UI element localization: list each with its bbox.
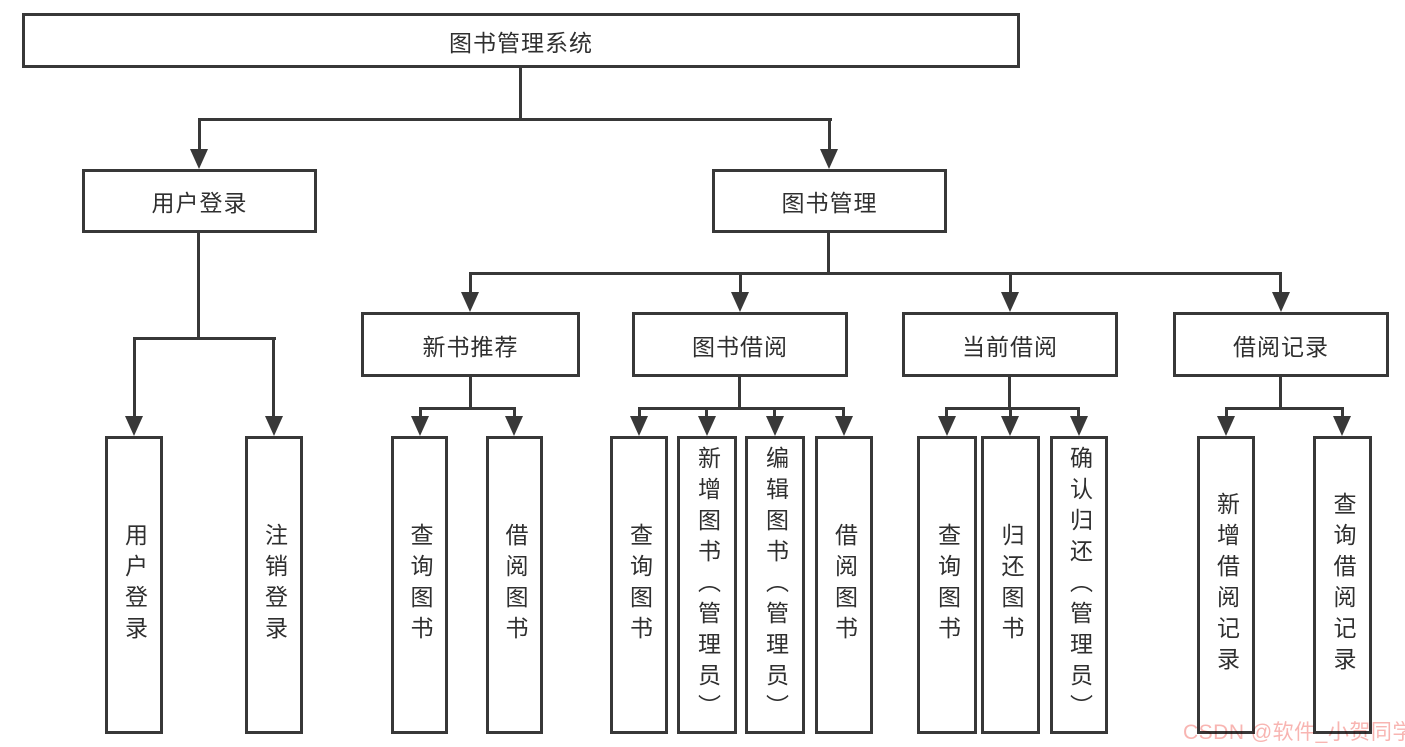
connector-line [1009,272,1012,296]
node-user-login-label: 用户登录 [151,190,248,216]
leaf-add-borrow-record: 新增借阅记录 [1197,436,1255,734]
node-borrowing-records-label: 借阅记录 [1233,333,1329,360]
leaf-logout: 注销登录 [245,436,303,734]
leaf-confirm-return-admin-label: 确认归还（管理员） [1066,445,1093,725]
connector-line [827,233,830,274]
leaf-return-books: 归还图书 [981,436,1040,734]
node-book-management-label: 图书管理 [781,190,878,216]
connector-line [513,407,516,418]
leaf-current-query-books-label: 查询图书 [934,523,961,647]
arrow-down-icon [265,416,283,436]
connector-line [1008,377,1011,409]
arrow-down-icon [731,292,749,312]
node-book-borrowing-label: 图书借阅 [692,333,788,360]
connector-line [705,407,708,418]
arrow-down-icon [461,292,479,312]
leaf-current-query-books: 查询图书 [917,436,977,734]
connector-line [638,407,845,410]
arrow-down-icon [630,416,648,436]
connector-line [419,407,422,418]
node-current-borrowing-label: 当前借阅 [962,333,1058,360]
connector-line [469,377,472,409]
arrow-down-icon [1001,292,1019,312]
arrow-down-icon [1001,416,1019,436]
arrow-down-icon [698,416,716,436]
connector-line [1225,407,1228,418]
leaf-borrowing-query-books: 查询图书 [610,436,668,734]
connector-line [1341,407,1344,418]
leaf-recommend-borrow-books-label: 借阅图书 [502,523,528,647]
leaf-query-borrow-record-label: 查询借阅记录 [1330,492,1356,678]
arrow-down-icon [125,416,143,436]
node-new-book-recommend: 新书推荐 [361,312,580,377]
leaf-recommend-query-books: 查询图书 [391,436,448,734]
leaf-logout-label: 注销登录 [261,523,288,647]
leaf-user-login-label: 用户登录 [121,523,148,647]
connector-line [773,407,776,418]
node-new-book-recommend-label: 新书推荐 [422,333,519,360]
leaf-query-borrow-record: 查询借阅记录 [1313,436,1372,734]
connector-line [272,337,275,418]
connector-line [133,337,276,340]
arrow-down-icon [835,416,853,436]
arrow-down-icon [820,149,838,169]
connector-line [1077,407,1080,418]
connector-line [469,272,1282,275]
connector-line [945,407,1080,410]
node-root: 图书管理系统 [22,13,1020,68]
connector-line [1279,377,1282,409]
connector-line [739,272,742,296]
leaf-add-book-admin: 新增图书（管理员） [677,436,737,734]
arrow-down-icon [190,149,208,169]
leaf-confirm-return-admin: 确认归还（管理员） [1050,436,1108,734]
connector-line [198,118,201,151]
leaf-user-login: 用户登录 [105,436,163,734]
leaf-borrowing-borrow-books-label: 借阅图书 [831,523,858,647]
connector-line [828,118,831,151]
leaf-return-books-label: 归还图书 [998,523,1024,647]
node-book-management: 图书管理 [712,169,947,233]
node-borrowing-records: 借阅记录 [1173,312,1389,377]
leaf-borrowing-query-books-label: 查询图书 [626,523,653,647]
connector-line [1225,407,1343,410]
leaf-recommend-query-books-label: 查询图书 [407,523,433,647]
connector-line [519,68,522,119]
node-user-login: 用户登录 [82,169,317,233]
leaf-add-book-admin-label: 新增图书（管理员） [694,445,721,725]
arrow-down-icon [1070,416,1088,436]
node-current-borrowing: 当前借阅 [902,312,1118,377]
arrow-down-icon [938,416,956,436]
arrow-down-icon [1217,416,1235,436]
leaf-edit-book-admin: 编辑图书（管理员） [745,436,805,734]
connector-line [419,407,516,410]
csdn-watermark: CSDN @软件_小贺同学 [1183,721,1405,744]
connector-line [842,407,845,418]
connector-line [638,407,641,418]
node-book-borrowing: 图书借阅 [632,312,848,377]
leaf-borrowing-borrow-books: 借阅图书 [815,436,873,734]
arrow-down-icon [411,416,429,436]
arrow-down-icon [505,416,523,436]
connector-line [945,407,948,418]
arrow-down-icon [1272,292,1290,312]
connector-line [133,337,136,418]
connector-line [198,118,832,121]
connector-line [197,233,200,339]
leaf-add-borrow-record-label: 新增借阅记录 [1213,492,1240,678]
connector-line [469,272,472,296]
connector-line [1009,407,1012,418]
connector-line [738,377,741,409]
node-root-label: 图书管理系统 [449,29,593,56]
leaf-recommend-borrow-books: 借阅图书 [486,436,543,734]
arrow-down-icon [1333,416,1351,436]
connector-line [1279,272,1282,296]
arrow-down-icon [766,416,784,436]
leaf-edit-book-admin-label: 编辑图书（管理员） [762,445,789,725]
